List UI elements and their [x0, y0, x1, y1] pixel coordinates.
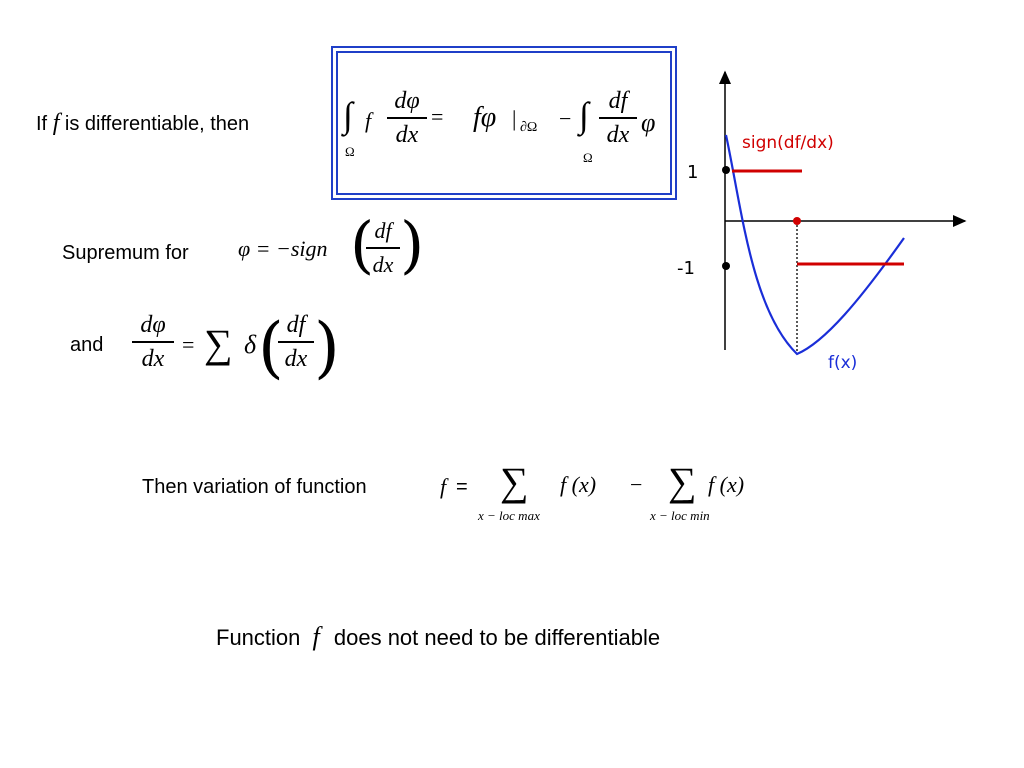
equals-sign: = [182, 332, 195, 357]
and-label: and [70, 334, 104, 356]
dphi-numerator: dφ [394, 88, 420, 114]
if-suffix: is differentiable, then [64, 113, 250, 135]
boundary-sub: ∂Ω [520, 120, 538, 135]
if-prefix: If [36, 113, 48, 135]
sub-loc-min: x − loc min [650, 508, 710, 523]
fraction-bar [278, 341, 314, 343]
dx-denominator: dx [372, 251, 394, 277]
tick-label-negative: -1 [677, 258, 695, 279]
f-of-x-label: f(x) [828, 353, 857, 373]
omega-sub-1: Ω [345, 144, 355, 159]
integration-by-parts-formula: ∫ Ω f dφ dx = fφ | ∂Ω − ∫ Ω df dx φ [331, 46, 677, 200]
omega-sub-2: Ω [583, 150, 593, 165]
equals-sign: = [431, 104, 444, 129]
fraction-bar [387, 117, 427, 119]
sum-symbol: ∑ [204, 321, 233, 366]
integral-sign-1: ∫ [343, 95, 353, 135]
minimum-dot [793, 217, 801, 225]
function-prefix: Function [216, 625, 301, 650]
variation-f: f [440, 474, 447, 499]
f-phi: fφ [473, 102, 497, 133]
sign-derivative-graph: 1 -1 sign(df/dx) f(x) [677, 70, 967, 373]
tick-label-positive: 1 [687, 162, 698, 183]
variation-label: Then variation of function [142, 476, 367, 498]
tick-dot-negative [722, 262, 730, 270]
formula-box [331, 46, 677, 200]
tick-dot-positive [722, 166, 730, 174]
supremum-formula: φ = −sign ( df dx ) [238, 208, 428, 286]
df-dx-fraction: df dx [366, 218, 400, 278]
supremum-label: Supremum for [62, 242, 189, 264]
if-f: f [52, 110, 60, 136]
function-suffix: does not need to be differentiable [333, 625, 661, 650]
df-dx-fraction: df dx [599, 88, 637, 148]
dphi-dx-fraction: dφ dx [387, 88, 427, 148]
f-of-x-curve [724, 134, 905, 356]
minus-sign: − [559, 106, 572, 131]
sum-symbol-min: ∑ [668, 459, 697, 504]
fraction-bar [132, 341, 174, 343]
formula-box-inner [336, 51, 672, 195]
fraction-bar [366, 247, 400, 249]
right-paren: ) [400, 208, 425, 281]
dx-denominator: dx [395, 121, 419, 148]
derivative-delta-formula: dφ dx = ∑ δ ( df dx ) [130, 308, 340, 392]
phi-symbol: φ [641, 108, 656, 137]
left-paren: ( [350, 208, 375, 281]
integral-sign-2: ∫ [579, 95, 589, 135]
variation-formula: ∑ x − loc max f (x) − ∑ x − loc min f (x… [476, 458, 776, 528]
dphi-dx-fraction: dφ dx [132, 312, 174, 372]
sum-symbol-max: ∑ [500, 459, 529, 504]
left-paren: ( [258, 309, 284, 386]
function-f: f [312, 622, 320, 651]
f-of-x-1: f (x) [560, 472, 597, 497]
conclusion-line: Function f does not need to be different… [216, 622, 660, 652]
df-numerator: df [286, 312, 306, 338]
df-numerator: df [608, 88, 628, 114]
dx-denominator: dx [606, 121, 630, 148]
variation-equals: = [456, 476, 468, 498]
delta-symbol: δ [244, 330, 257, 359]
df-dx-fraction: df dx [278, 312, 314, 372]
sub-loc-max: x − loc max [478, 508, 540, 523]
df-numerator: df [374, 218, 392, 243]
if-line: If f is differentiable, then [36, 110, 249, 137]
fraction-bar [599, 117, 637, 119]
minus-sign: − [630, 472, 643, 497]
evaluation-bar: | [512, 106, 517, 131]
dx-denominator: dx [141, 345, 165, 372]
phi-equals-minus-sign: φ = −sign [238, 236, 328, 261]
dphi-numerator: dφ [140, 312, 166, 338]
f-symbol: f [365, 108, 372, 133]
dx-denominator: dx [284, 345, 308, 372]
right-paren: ) [314, 309, 340, 386]
sign-label: sign(df/dx) [742, 133, 834, 153]
f-of-x-2: f (x) [708, 472, 745, 497]
